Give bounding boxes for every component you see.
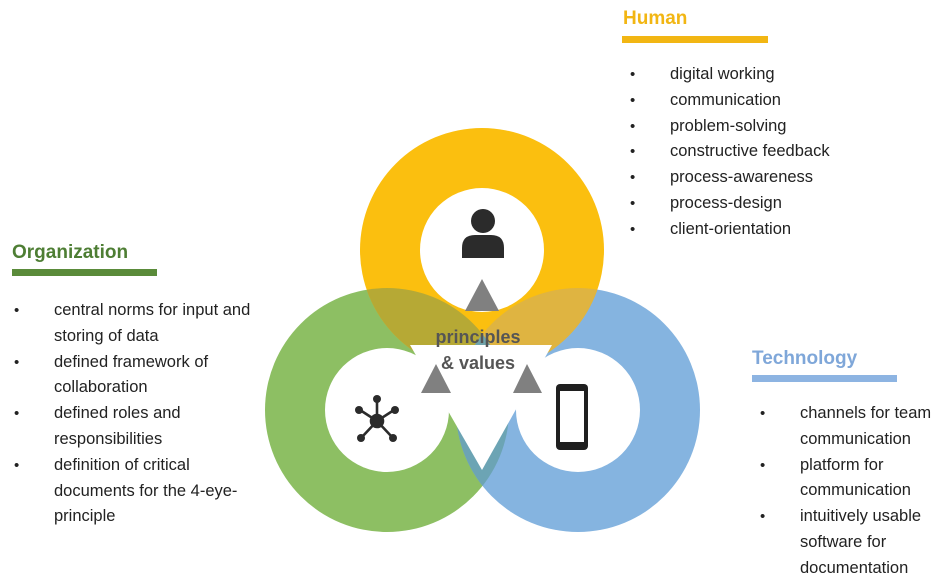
human-underline <box>622 36 768 43</box>
center-triangle <box>410 345 552 470</box>
list-item: central norms for input and storing of d… <box>14 298 254 350</box>
list-item: problem-solving <box>630 114 930 140</box>
technology-title: Technology <box>752 348 858 369</box>
human-title: Human <box>623 8 688 29</box>
organization-title: Organization <box>12 242 129 263</box>
arrow-up-icon <box>465 279 499 311</box>
human-list: digital working communication problem-so… <box>630 62 930 243</box>
network-icon <box>355 395 399 442</box>
list-item: platform for communication <box>760 453 940 505</box>
list-item: channels for team communication <box>760 401 940 453</box>
technology-list: channels for team communication platform… <box>760 401 940 582</box>
list-item: definition of critical documents for the… <box>14 453 254 530</box>
organization-underline <box>12 269 157 276</box>
list-item: process-design <box>630 191 930 217</box>
list-item: client-orientation <box>630 217 930 243</box>
list-item: communication <box>630 88 930 114</box>
list-item: constructive feedback <box>630 139 930 165</box>
center-label-line1: principles <box>435 327 520 347</box>
list-item: digital working <box>630 62 930 88</box>
list-item: defined framework of collaboration <box>14 350 254 402</box>
technology-underline <box>752 375 897 382</box>
organization-inner-circle <box>325 348 449 472</box>
organization-list: central norms for input and storing of d… <box>14 298 254 530</box>
arrow-right-icon <box>513 364 542 393</box>
list-item: intuitively usable software for document… <box>760 504 940 581</box>
center-label-line2: & values <box>441 353 515 373</box>
smartphone-icon <box>556 384 588 450</box>
arrow-left-icon <box>421 364 451 393</box>
person-icon <box>462 209 504 258</box>
list-item: process-awareness <box>630 165 930 191</box>
list-item: defined roles and responsibilities <box>14 401 254 453</box>
